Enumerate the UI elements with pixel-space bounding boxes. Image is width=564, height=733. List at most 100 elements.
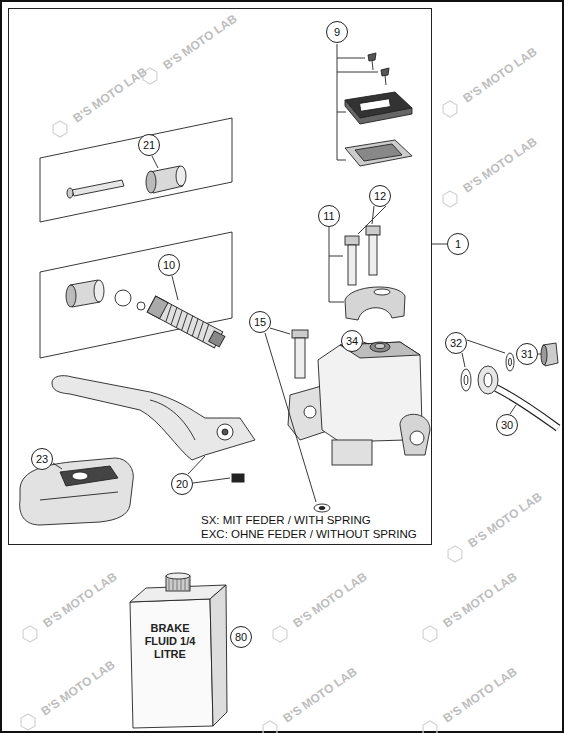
callout-number: 32 — [450, 338, 462, 349]
watermark-logos — [21, 714, 35, 730]
piston-kit-10 — [66, 280, 226, 350]
brake-line — [541, 345, 547, 365]
brake-line — [478, 366, 498, 394]
callout-number: 10 — [163, 260, 175, 271]
callout-number: 9 — [334, 27, 340, 38]
leader-lines — [172, 276, 178, 300]
watermark-text: B'S MOTO LAB — [460, 134, 539, 195]
master-cylinder-body — [288, 342, 430, 465]
brake-fluid-bottle — [130, 599, 213, 728]
callout-number: 1 — [455, 239, 461, 250]
watermark-text: B'S MOTO LAB — [440, 664, 519, 725]
brake-fluid-bottle — [185, 579, 186, 590]
watermark-logos — [443, 191, 457, 207]
callout-number: 15 — [254, 317, 266, 328]
piston-kit-10 — [66, 285, 76, 307]
callout-circle: 32 — [445, 332, 467, 354]
watermark-logos — [423, 626, 437, 642]
piston-kit-10 — [209, 331, 225, 347]
master-cylinder-body — [375, 344, 385, 349]
brake-line — [461, 369, 471, 391]
lever-guard — [60, 466, 118, 486]
brake-line — [506, 353, 514, 371]
watermark-text: B'S MOTO LAB — [465, 489, 544, 550]
brake-fluid-bottle — [169, 579, 189, 590]
leader-lines — [152, 156, 158, 168]
watermark-logos — [21, 68, 462, 733]
piston-kit-10 — [163, 305, 211, 342]
watermark-text: B'S MOTO LAB — [290, 569, 369, 630]
brake-fluid-bottle — [169, 579, 170, 590]
hand-lever — [52, 376, 255, 460]
reservoir-cover — [381, 68, 389, 76]
callout-number: 12 — [374, 191, 386, 202]
brake-fluid-bottle — [177, 579, 178, 590]
reservoir-cover — [372, 60, 373, 70]
hand-lever — [217, 424, 233, 440]
watermark-text: B'S MOTO LAB — [38, 657, 117, 718]
hand-lever — [150, 400, 195, 440]
clamp-and-bolts — [345, 236, 359, 245]
callout-number: 34 — [346, 336, 358, 347]
callout-circle: 31 — [516, 343, 538, 365]
lever-guard — [40, 492, 118, 500]
piston-kit-10 — [147, 296, 168, 318]
leader-lines — [53, 463, 62, 469]
callout-circle: 15 — [249, 311, 271, 333]
callout-circle: 11 — [318, 205, 340, 227]
pivot-bolt — [295, 338, 305, 378]
callout-number: 30 — [501, 420, 513, 431]
watermark-logos — [53, 121, 67, 137]
bottle-label: BRAKE FLUID 1/4 LITRE — [138, 622, 202, 661]
adjuster-part — [232, 474, 244, 482]
note-text: SX: MIT FEDER / WITH SPRING — [200, 514, 372, 527]
callout-number: 11 — [323, 211, 334, 222]
clamp-and-bolts — [345, 226, 405, 320]
kit-box — [40, 118, 232, 358]
callout-number: 80 — [235, 632, 247, 643]
brake-fluid-bottle — [189, 579, 190, 590]
lever-guard — [72, 472, 88, 480]
pivot-bolt — [292, 330, 308, 338]
leader-lines — [188, 456, 230, 483]
master-cylinder-body — [410, 431, 424, 445]
callout-number: 20 — [176, 479, 188, 490]
watermark-text: B'S MOTO LAB — [160, 11, 239, 72]
reservoir-cover — [355, 144, 402, 161]
watermark-text: B'S MOTO LAB — [280, 664, 359, 725]
watermark-logos — [273, 626, 287, 642]
pivot-bolt — [314, 504, 330, 512]
clamp-and-bolts — [369, 235, 377, 275]
watermark-text: B'S MOTO LAB — [460, 44, 539, 105]
piston-kit-10 — [147, 296, 226, 349]
hand-lever — [52, 376, 255, 460]
leader-lines — [265, 328, 316, 502]
callout-circle: 20 — [171, 473, 193, 495]
master-cylinder-body — [370, 342, 390, 352]
piston-kit-10 — [115, 290, 131, 306]
piston-kit-21 — [146, 171, 156, 193]
clamp-and-bolts — [366, 226, 380, 235]
brake-fluid-bottle — [166, 573, 190, 579]
reservoir-cover — [385, 75, 386, 85]
callout-circle: 80 — [230, 626, 252, 648]
callout-circle: 1 — [447, 233, 469, 255]
leader-lines — [538, 354, 541, 355]
callout-number: 23 — [36, 454, 48, 465]
master-cylinder-body — [400, 414, 430, 455]
leader-connector — [432, 244, 447, 245]
watermark-text: B'S MOTO LAB — [440, 569, 519, 630]
watermark-logos — [263, 721, 277, 733]
reservoir-cover — [345, 140, 412, 166]
brake-fluid-bottle — [130, 573, 227, 728]
callout-number: 21 — [143, 140, 155, 151]
brake-fluid-bottle — [181, 579, 182, 590]
watermark-text: B'S MOTO LAB — [40, 569, 119, 630]
callout-circle: 23 — [31, 448, 53, 470]
watermark-logos — [23, 626, 37, 642]
clamp-and-bolts — [348, 245, 356, 285]
watermark-logos — [423, 721, 437, 733]
callout-number: 31 — [521, 349, 533, 360]
